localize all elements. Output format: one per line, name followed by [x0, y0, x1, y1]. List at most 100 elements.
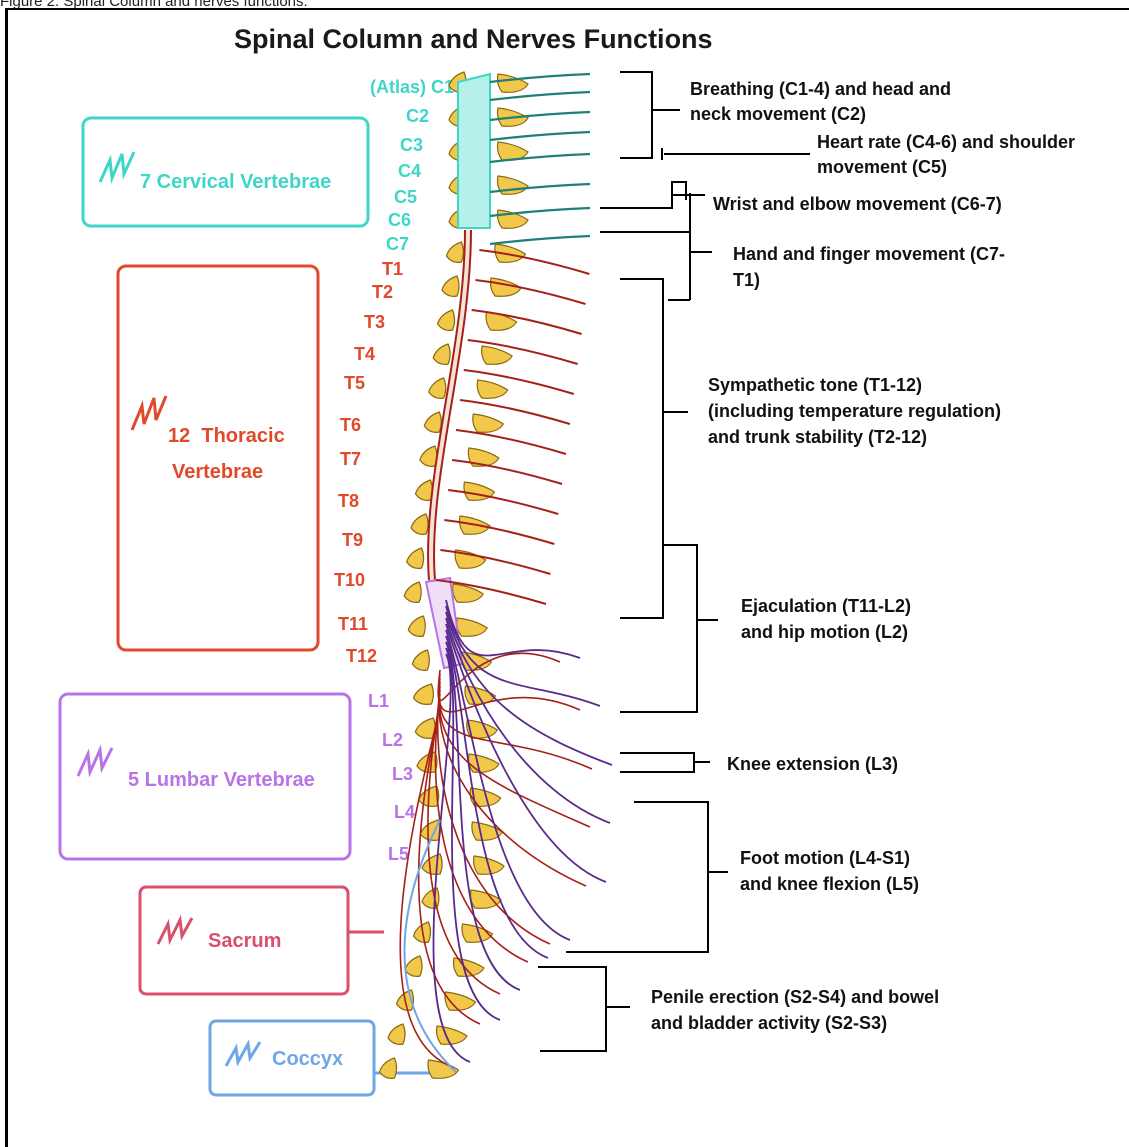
vertebra-label-t8: T8: [338, 491, 359, 511]
region-box-sacrum: Sacrum: [140, 887, 384, 994]
vertebra-body-24: [422, 854, 442, 874]
bracket-foot-motion: [566, 802, 728, 952]
vertebra-labels-cervical: (Atlas) C1 C2 C3 C4 C5 C6 C7: [370, 77, 454, 254]
vertebra-label-l1: L1: [368, 691, 389, 711]
vertebra-label-l2: L2: [382, 730, 403, 750]
vertebra-process-1: [498, 74, 529, 92]
function-ejaculation-line2: and hip motion (L2): [741, 622, 908, 642]
region-box-cervical: 7 Cervical Vertebrae: [83, 118, 368, 226]
region-label-coccyx: Coccyx: [272, 1048, 343, 1070]
vertebra-body-30: [380, 1058, 397, 1078]
region-box-thoracic: 12 Thoracic Vertebrae: [118, 266, 318, 650]
vertebra-label-c2: C2: [406, 106, 429, 126]
function-sympathetic-line3: and trunk stability (T2-12): [708, 427, 927, 447]
vertebra-label-t1: T1: [382, 259, 403, 279]
region-label-lumbar: 5 Lumbar Vertebrae: [128, 769, 315, 791]
vertebra-body-19: [413, 684, 433, 704]
spinal-cord-cervical: [458, 74, 490, 228]
vertebra-body-14: [411, 514, 428, 534]
region-label-thoracic-line2: Vertebrae: [172, 461, 263, 483]
region-label-thoracic-line1: 12 Thoracic: [168, 425, 285, 447]
region-box-lumbar: 5 Lumbar Vertebrae: [60, 694, 350, 859]
vertebra-label-l3: L3: [392, 764, 413, 784]
vertebra-body-6: [446, 242, 463, 262]
vertebra-body-18: [412, 650, 429, 670]
scribble-icon-sacrum: [158, 918, 192, 944]
vertebra-process-9: [482, 346, 513, 364]
vertebra-process-27: [454, 958, 485, 976]
vertebra-process-10: [477, 380, 508, 398]
scribble-icon-thoracic: [132, 396, 166, 430]
sacral-nerve-4: [439, 682, 590, 827]
function-ejaculation-line1: Ejaculation (T11-L2): [741, 596, 911, 616]
cervical-nerve-2: [490, 92, 590, 100]
vertebra-body-17: [408, 616, 425, 636]
vertebra-label-t6: T6: [340, 415, 361, 435]
function-foot-motion-line2: and knee flexion (L5): [740, 874, 919, 894]
scribble-icon-coccyx: [226, 1042, 260, 1066]
bracket-breathing: [620, 72, 680, 158]
function-knee-extension: Knee extension (L3): [727, 754, 898, 774]
vertebra-body-20: [415, 718, 435, 738]
spine-illustration: [380, 72, 613, 1078]
vertebra-process-21: [469, 754, 500, 772]
bracket-knee-extension: [620, 753, 710, 772]
vertebra-labels-thoracic: T1 T2 T3 T4 T5 T6 T7 T8 T9 T10 T11 T12: [334, 259, 403, 666]
scribble-icon-lumbar: [78, 748, 112, 776]
vertebra-label-l4: L4: [394, 802, 415, 822]
function-heart-rate-line2: movement (C5): [817, 157, 947, 177]
vertebra-label-c3: C3: [400, 135, 423, 155]
vertebra-body-10: [429, 378, 446, 398]
vertebra-label-c1: (Atlas) C1: [370, 77, 454, 97]
vertebra-label-t3: T3: [364, 312, 385, 332]
vertebra-label-c4: C4: [398, 161, 421, 181]
vertebra-label-t7: T7: [340, 449, 361, 469]
diagram-title: Spinal Column and Nerves Functions: [234, 24, 713, 54]
region-label-cervical: 7 Cervical Vertebrae: [140, 171, 331, 193]
function-foot-motion-line1: Foot motion (L4-S1): [740, 848, 910, 868]
vertebra-label-t2: T2: [372, 282, 393, 302]
function-penile-erection-line1: Penile erection (S2-S4) and bowel: [651, 987, 939, 1007]
cervical-nerve-8: [490, 236, 590, 244]
vertebra-label-t9: T9: [342, 530, 363, 550]
vertebra-body-15: [407, 548, 424, 568]
function-penile-erection-line2: and bladder activity (S2-S3): [651, 1013, 887, 1033]
function-heart-rate-line1: Heart rate (C4-6) and shoulder: [817, 132, 1075, 152]
bracket-sympathetic: [620, 279, 688, 618]
function-labels: Breathing (C1-4) and head and neck movem…: [651, 79, 1075, 1033]
vertebra-body-9: [433, 344, 450, 364]
bracket-penile-erection: [538, 967, 630, 1051]
function-hand-finger-line2: T1): [733, 270, 760, 290]
function-breathing-line1: Breathing (C1-4) and head and: [690, 79, 951, 99]
bracket-hand-finger: [600, 193, 712, 300]
vertebra-body-7: [442, 276, 459, 296]
vertebra-body-8: [438, 310, 455, 330]
vertebra-label-c7: C7: [386, 234, 409, 254]
vertebra-label-t11: T11: [338, 614, 368, 634]
vertebra-process-29: [437, 1026, 468, 1044]
region-label-sacrum: Sacrum: [208, 930, 281, 952]
vertebra-body-16: [404, 582, 421, 602]
vertebra-label-l5: L5: [388, 844, 409, 864]
vertebra-label-t5: T5: [344, 373, 365, 393]
vertebra-body-27: [405, 956, 422, 976]
scribble-icon-cervical: [100, 152, 134, 182]
vertebra-body-11: [424, 412, 441, 432]
vertebra-process-17: [457, 618, 488, 636]
vertebra-body-12: [420, 446, 437, 466]
bracket-ejaculation: [620, 545, 718, 712]
function-brackets: [538, 72, 810, 1051]
function-breathing-line2: neck movement (C2): [690, 104, 866, 124]
vertebra-label-c5: C5: [394, 187, 417, 207]
function-sympathetic-line1: Sympathetic tone (T1-12): [708, 375, 922, 395]
vertebra-label-t10: T10: [334, 570, 365, 590]
vertebra-body-29: [388, 1024, 405, 1044]
vertebra-label-c6: C6: [388, 210, 411, 230]
vertebra-process-11: [473, 414, 504, 432]
function-hand-finger-line1: Hand and finger movement (C7-: [733, 244, 1005, 264]
cervical-nerve-4: [490, 132, 590, 140]
thoracic-nerve-8: [452, 460, 562, 484]
vertebra-label-t12: T12: [346, 646, 377, 666]
vertebra-body-13: [415, 480, 432, 500]
